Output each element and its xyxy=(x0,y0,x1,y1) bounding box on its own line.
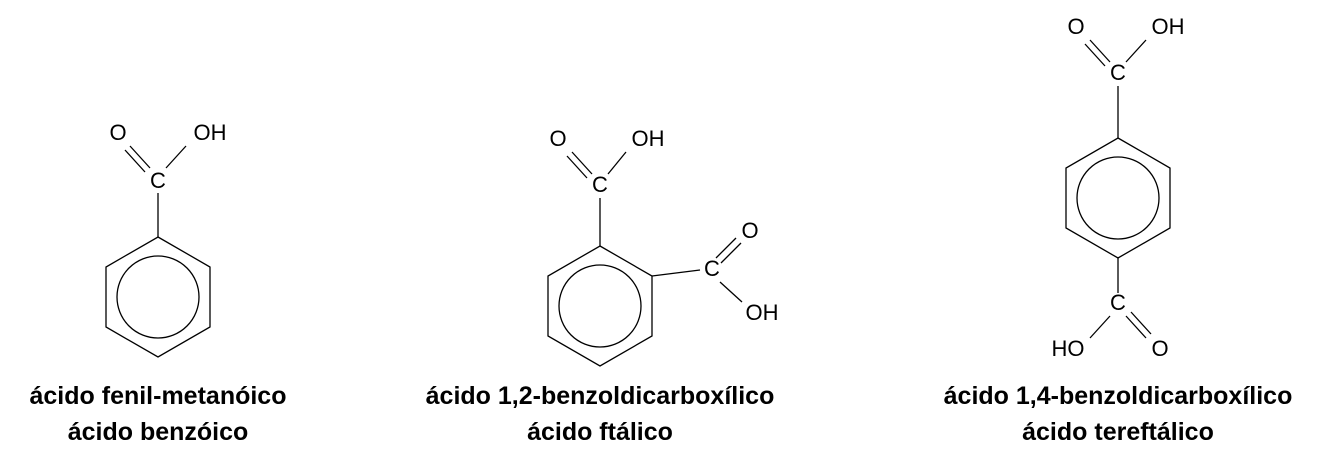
carboxyl-group-top: C O OH xyxy=(1067,14,1185,138)
double-bond-c-o xyxy=(571,151,593,175)
atom-oh: OH xyxy=(194,120,227,145)
atom-o: O xyxy=(549,126,566,151)
double-bond-c-o xyxy=(129,145,151,169)
atom-o: O xyxy=(109,120,126,145)
common-name: ácido tereftálico xyxy=(1022,418,1214,446)
common-name: ácido benzóico xyxy=(67,418,249,446)
single-bond-c-oh xyxy=(1125,39,1147,63)
double-bond-c-o xyxy=(566,155,588,179)
iupac-name: ácido fenil-metanóico xyxy=(29,382,287,410)
carboxyl-group: C O OH xyxy=(109,120,227,237)
molecule-benzoic-acid: C O OH xyxy=(105,120,227,358)
single-bond-c-ring xyxy=(651,269,701,277)
iupac-name: ácido 1,2-benzoldicarboxílico xyxy=(425,382,775,410)
atom-oh: OH xyxy=(632,126,665,151)
atom-c: C xyxy=(1110,290,1126,315)
benzene-ring xyxy=(105,236,211,358)
double-bond-c-o xyxy=(124,149,146,173)
carboxyl-group-bottom: C O HO xyxy=(1052,258,1169,361)
atom-c: C xyxy=(704,256,720,281)
atom-oh: OH xyxy=(746,300,779,325)
single-bond-c-oh xyxy=(165,145,187,169)
double-bond-c-o xyxy=(1130,311,1152,335)
double-bond-c-o xyxy=(715,237,737,259)
atom-c: C xyxy=(1110,60,1126,85)
benzene-ring xyxy=(547,245,653,367)
atom-oh: HO xyxy=(1052,336,1085,361)
iupac-name: ácido 1,4-benzoldicarboxílico xyxy=(943,382,1293,410)
carboxyl-group-side: C O OH xyxy=(651,218,779,325)
caption-terephthalic-acid: ácido 1,4-benzoldicarboxílico ácido tere… xyxy=(898,378,1338,450)
single-bond-c-oh xyxy=(719,281,743,303)
double-bond-c-o xyxy=(1125,315,1147,339)
atom-c: C xyxy=(150,168,166,193)
double-bond-c-o xyxy=(720,242,742,264)
atom-c: C xyxy=(592,172,608,197)
common-name: ácido ftálico xyxy=(527,418,673,446)
atom-oh: OH xyxy=(1152,14,1185,39)
single-bond-c-oh xyxy=(1089,315,1111,339)
molecule-terephthalic-acid: C O OH C O HO xyxy=(1052,14,1185,361)
caption-phthalic-acid: ácido 1,2-benzoldicarboxílico ácido ftál… xyxy=(380,378,820,450)
atom-o: O xyxy=(741,218,758,243)
carboxyl-group-top: C O OH xyxy=(549,126,665,246)
atom-o: O xyxy=(1151,336,1168,361)
double-bond-c-o xyxy=(1084,43,1106,67)
benzene-ring xyxy=(1065,137,1171,259)
molecule-phthalic-acid: C O OH C O OH xyxy=(547,126,779,367)
single-bond-c-oh xyxy=(607,151,627,175)
caption-benzoic-acid: ácido fenil-metanóico ácido benzóico xyxy=(0,378,378,450)
atom-o: O xyxy=(1067,14,1084,39)
double-bond-c-o xyxy=(1089,39,1111,63)
